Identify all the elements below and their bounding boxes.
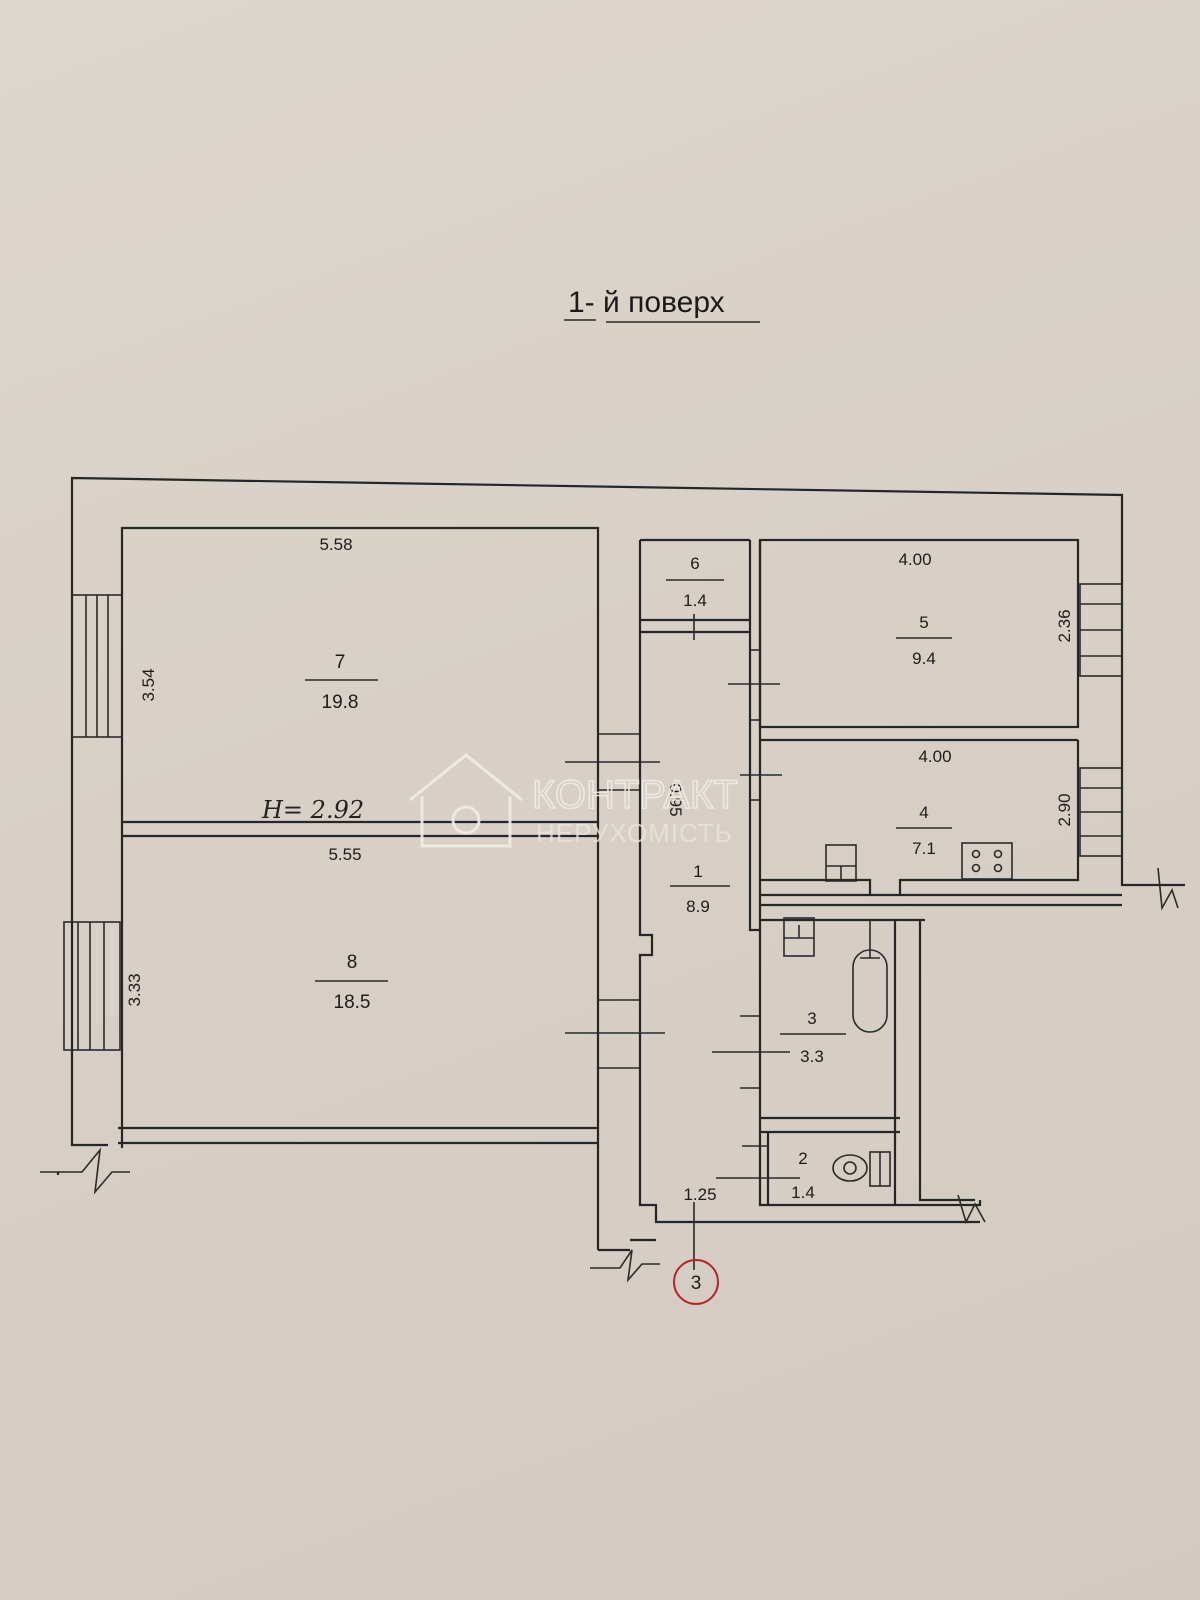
watermark-line-1: КОНТРАКТ: [532, 773, 738, 817]
ceiling-height-note: H= 2.92: [261, 796, 364, 824]
room-7-label: 7 19.8 5.58 3.54: [139, 535, 378, 713]
room-4-width: 4.00: [918, 747, 951, 766]
room-5-label: 5 9.4 4.00 2.36: [896, 550, 1074, 668]
room-5-number: 5: [919, 613, 928, 632]
room-4-area: 7.1: [912, 839, 936, 858]
room-2-label: 2 1.4: [791, 1149, 815, 1202]
window-room-7: [71, 594, 123, 738]
room-7-area: 19.8: [322, 692, 359, 713]
kitchen-sink-icon: [825, 844, 857, 882]
room-3-area: 3.3: [800, 1047, 824, 1066]
room-1-label: 1 8.9 1.25 0.95: [666, 783, 730, 1204]
room-1-area: 8.9: [686, 897, 710, 916]
room-7-depth: 3.54: [139, 668, 158, 701]
room-7-width: 5.58: [319, 535, 352, 554]
room-8-depth: 3.33: [125, 973, 144, 1006]
entrance-marker-number: 3: [691, 1273, 702, 1294]
toilet-icon: [832, 1151, 891, 1187]
room-4-label: 4 7.1 4.00 2.90: [896, 747, 1074, 858]
window-room-5: [1079, 583, 1123, 677]
watermark: КОНТРАКТ НЕРУХОМІСТЬ: [409, 753, 739, 848]
room-5-depth: 2.36: [1055, 609, 1074, 642]
room-2-area: 1.4: [791, 1183, 815, 1202]
watermark-house-icon: [409, 753, 523, 848]
room-6-label: 6 1.4: [666, 554, 724, 610]
room-3-number: 3: [807, 1009, 816, 1028]
room-5-width: 4.00: [898, 550, 931, 569]
room-4-number: 4: [919, 803, 928, 822]
room-3-label: 3 3.3: [780, 1009, 846, 1066]
room-4-depth: 2.90: [1055, 793, 1074, 826]
room-6-number: 6: [690, 554, 699, 573]
door-ticks: [565, 614, 800, 1270]
bathtub-icon: [852, 920, 888, 1033]
room-8-width: 5.55: [328, 845, 361, 864]
room-8-label: 8 18.5 5.55 3.33: [125, 845, 388, 1013]
room-1-width: 1.25: [683, 1185, 716, 1204]
window-room-8: [63, 921, 121, 1051]
watermark-line-2: НЕРУХОМІСТЬ: [536, 818, 733, 848]
room-2-number: 2: [798, 1149, 807, 1168]
room-8-number: 8: [347, 952, 358, 973]
stove-icon: [961, 842, 1013, 880]
room-1-number: 1: [693, 862, 702, 881]
room-7-number: 7: [335, 652, 346, 673]
room-5-area: 9.4: [912, 649, 936, 668]
left-rooms-walls: [118, 820, 598, 1145]
right-block-walls: [758, 538, 1122, 1225]
floor-title: 1- й поверх: [568, 286, 725, 319]
entrance-marker: 3: [673, 1259, 719, 1305]
washbasin-icon: [783, 917, 815, 957]
room-8-area: 18.5: [334, 992, 371, 1013]
window-room-4: [1079, 767, 1123, 857]
outer-walls: [40, 476, 1185, 1250]
room-6-area: 1.4: [683, 591, 707, 610]
room-1-dimension: 0.95: [666, 783, 685, 816]
